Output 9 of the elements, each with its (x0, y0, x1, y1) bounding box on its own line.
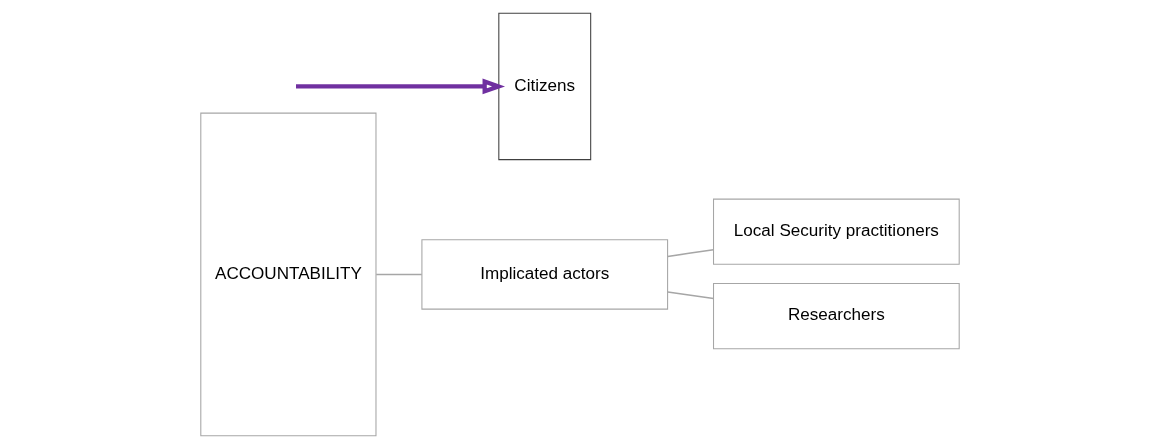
node-box: Researchers (712, 282, 960, 349)
node-box: Implicated actors (420, 238, 668, 310)
node-box: Citizens (497, 12, 591, 160)
arrow (295, 78, 505, 94)
node-box: Local Security practitioners (712, 198, 960, 265)
connector (374, 273, 423, 275)
connector (666, 248, 714, 257)
node-box: ACCOUNTABILITY (199, 112, 376, 436)
connector (666, 290, 714, 299)
